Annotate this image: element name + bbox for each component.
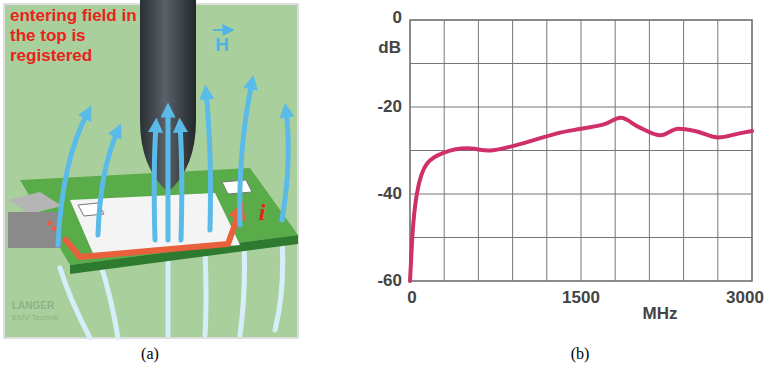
vector-arrow: [213, 29, 232, 31]
watermark: LANGER: [12, 300, 54, 311]
axis-tick: -40: [377, 184, 402, 204]
grid-line: [410, 194, 752, 195]
axis-tick: -20: [377, 97, 402, 117]
axis-tick: 0: [407, 288, 416, 308]
watermark: EMV-Technik: [12, 313, 59, 322]
component: [222, 180, 252, 194]
axis-tick: 3000: [726, 288, 764, 308]
probe-illustration: [4, 0, 298, 338]
axis-tick: -60: [377, 271, 402, 291]
annotation: entering field in the top is registered: [10, 6, 142, 66]
axis-unit: MHz: [643, 304, 678, 324]
grid-line: [410, 237, 752, 238]
field-symbol: H: [215, 34, 229, 56]
plot-frame: [410, 20, 752, 281]
response-chart: [410, 20, 752, 281]
connector-top: [8, 192, 62, 214]
connector-front: [8, 212, 62, 248]
grid-line: [410, 107, 752, 108]
grid-line: [410, 63, 752, 64]
axis-tick: 1500: [562, 288, 600, 308]
panel-caption: (a): [141, 345, 159, 363]
field-lines: [58, 82, 288, 245]
axis-tick: 0: [393, 8, 402, 28]
panel-caption: (b): [571, 345, 590, 363]
axis-unit: dB: [378, 38, 401, 58]
response-curve: [410, 118, 752, 281]
current-symbol: i: [259, 199, 266, 226]
